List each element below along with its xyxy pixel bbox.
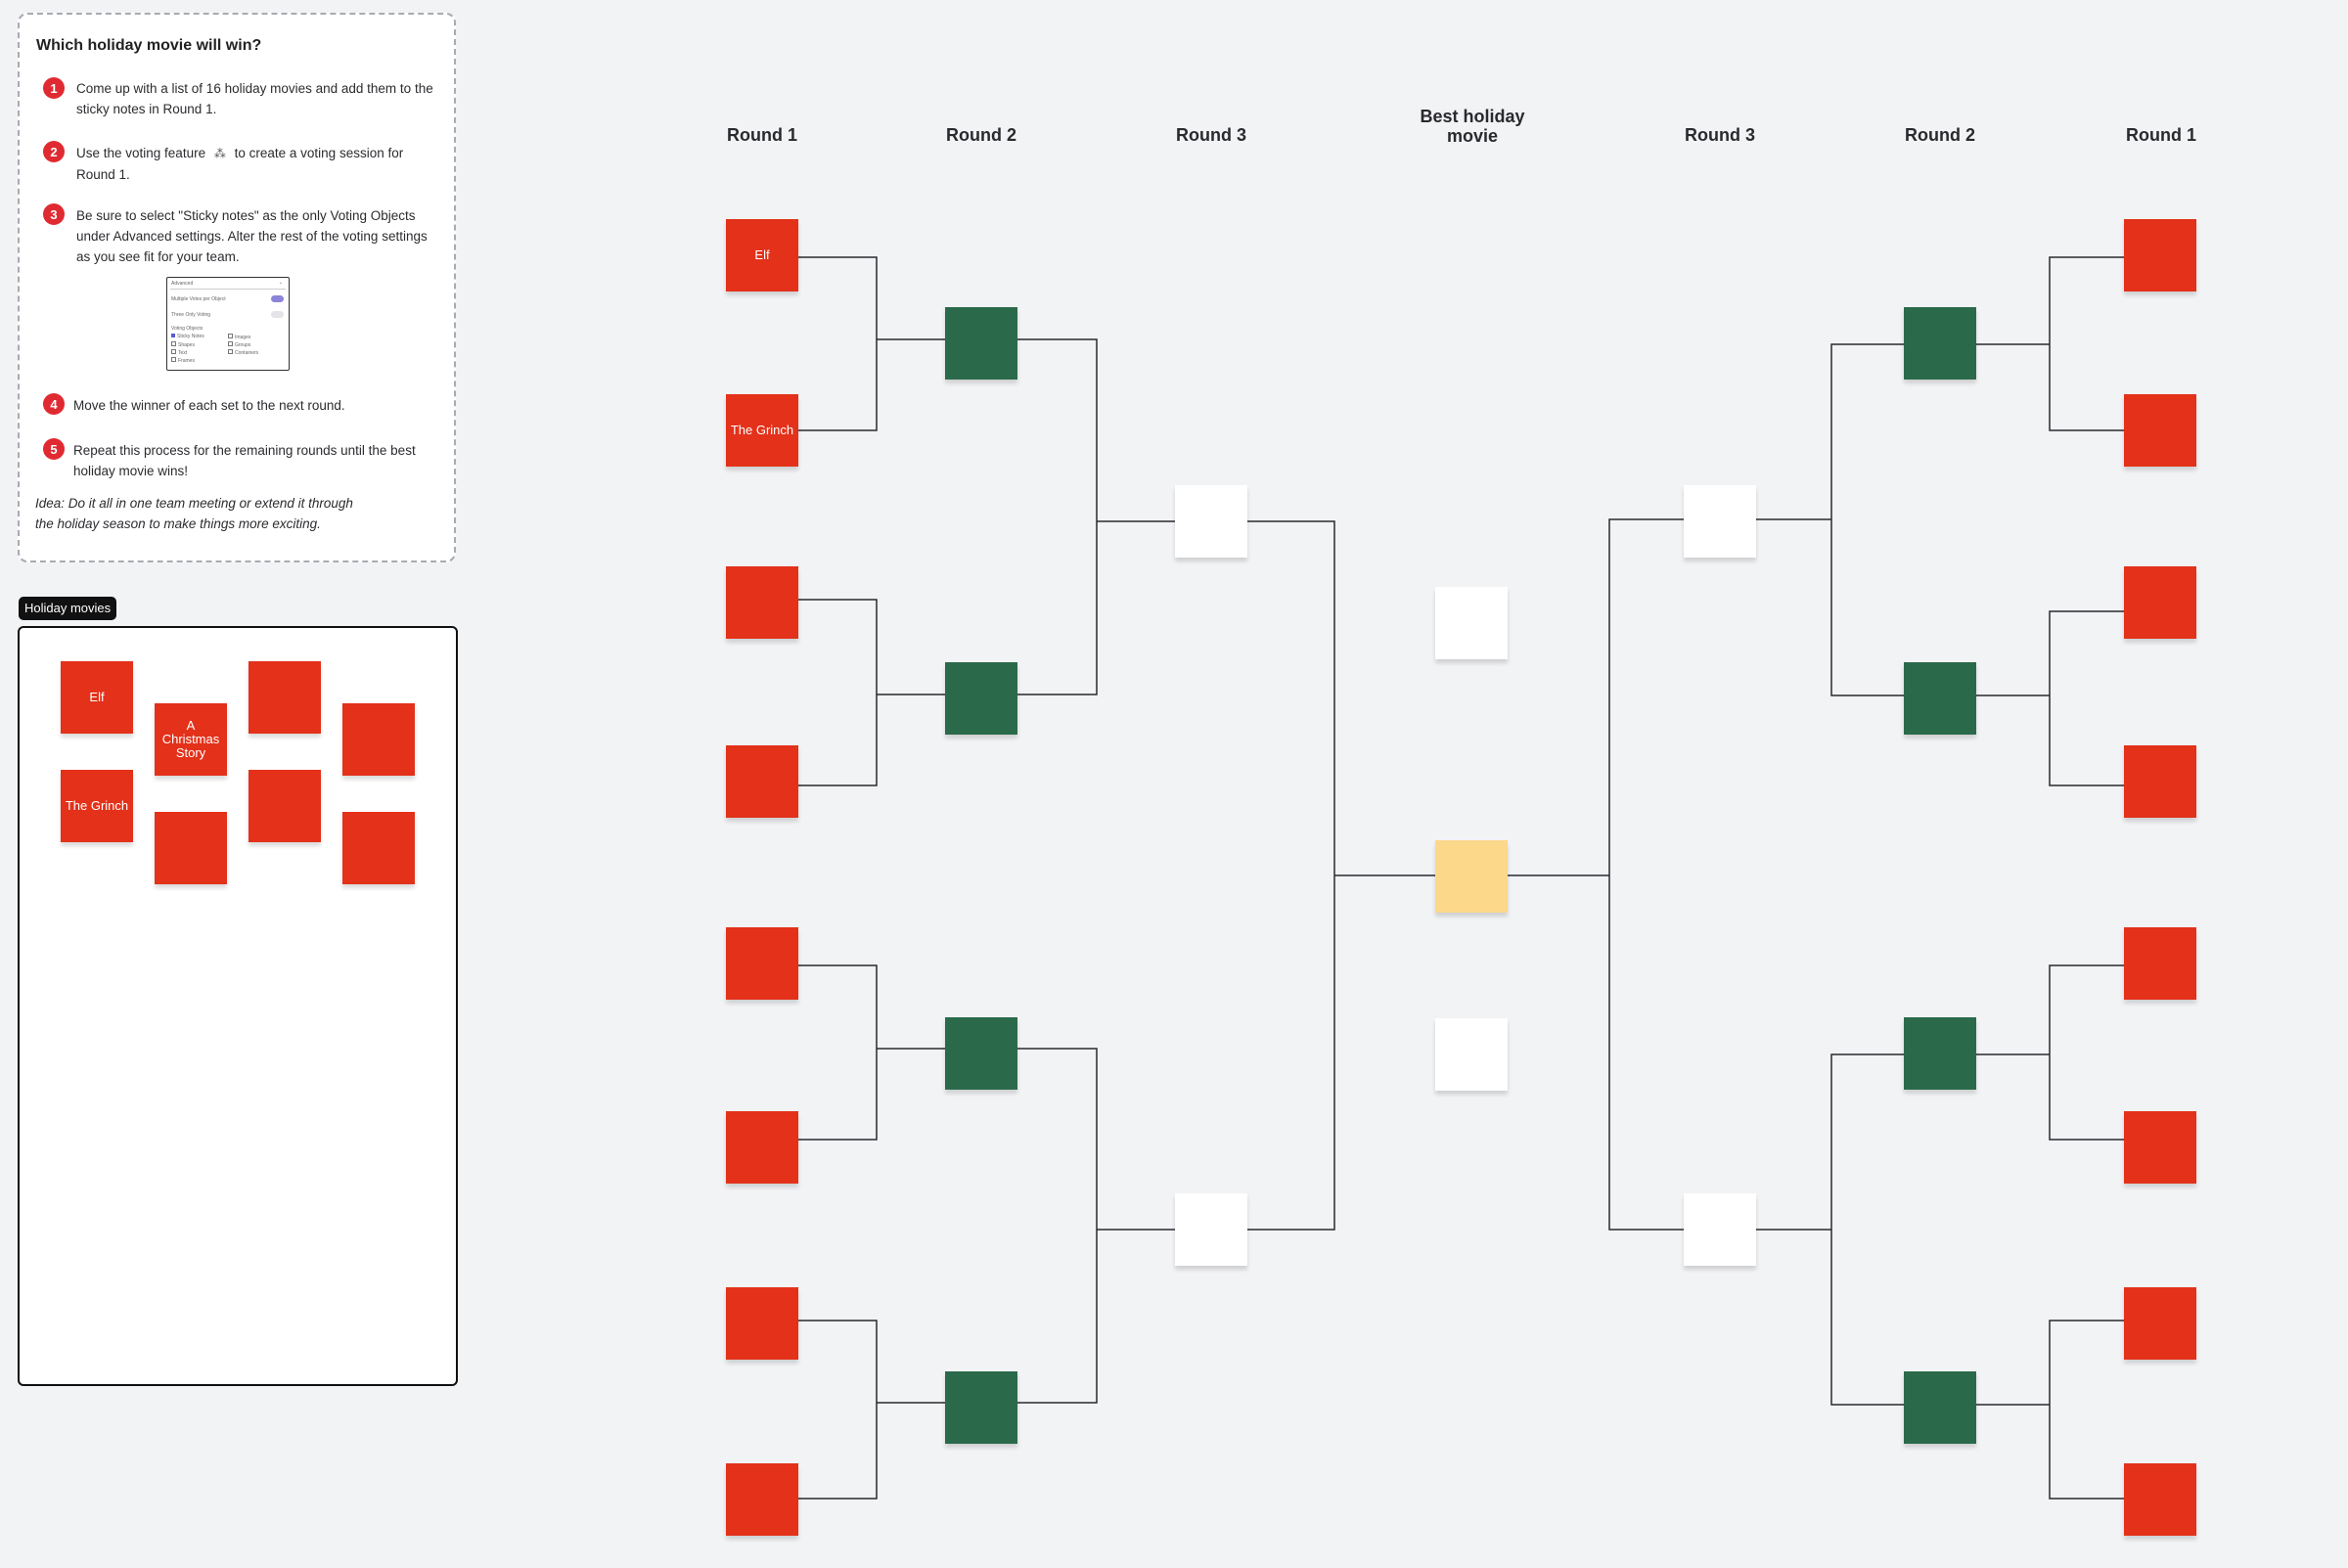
chevron-down-icon: ⌄ (278, 280, 283, 286)
movie-sticky-note[interactable] (342, 703, 415, 776)
final-sticky[interactable] (1435, 587, 1508, 659)
header-right-round-2: Round 2 (1905, 125, 1975, 145)
left-round1-sticky[interactable]: The Grinch (726, 394, 798, 467)
option-frames: Frames (171, 357, 195, 364)
step-text-2-after: to create a voting session for Round 1. (76, 146, 404, 182)
multiple-votes-toggle (271, 295, 284, 302)
right-round1-sticky[interactable] (2124, 394, 2196, 467)
header-right-round-3: Round 3 (1685, 125, 1755, 145)
holiday-movies-frame[interactable]: Elf A Christmas Story The Grinch (18, 626, 458, 1386)
left-round1-sticky[interactable] (726, 1111, 798, 1184)
step-text-5: Repeat this process for the remaining ro… (73, 443, 416, 478)
checkbox-checked-icon (171, 334, 175, 337)
step-text-2-before: Use the voting feature (76, 146, 206, 160)
winner-sticky[interactable] (1435, 840, 1508, 913)
right-round1-sticky[interactable] (2124, 745, 2196, 818)
three-only-toggle (271, 311, 284, 318)
right-round1-sticky[interactable] (2124, 566, 2196, 639)
multiple-votes-label: Multiple Votes per Object (171, 296, 226, 302)
option-text: Text (171, 349, 187, 356)
instructions-card: Which holiday movie will win? 1 Come up … (18, 13, 456, 562)
option-label: Shapes (178, 342, 195, 348)
movie-sticky-note[interactable] (155, 812, 227, 884)
left-round2-sticky[interactable] (945, 662, 1017, 735)
final-sticky[interactable] (1435, 1018, 1508, 1091)
idea-note: Idea: Do it all in one team meeting or e… (35, 496, 353, 531)
header-left-round-2: Round 2 (946, 125, 1016, 145)
left-round1-sticky[interactable] (726, 566, 798, 639)
three-only-label: Three Only Voting (171, 312, 211, 318)
right-round1-sticky[interactable] (2124, 1463, 2196, 1536)
option-shapes: Shapes (171, 341, 195, 348)
step-number-3: 3 (43, 203, 65, 225)
checkbox-icon (228, 334, 233, 338)
step-number-4: 4 (43, 393, 65, 415)
right-round2-sticky[interactable] (1904, 662, 1976, 735)
right-round1-sticky[interactable] (2124, 219, 2196, 291)
step-text-4: Move the winner of each set to the next … (73, 398, 345, 413)
option-label: Images (235, 335, 251, 340)
header-left-round-1: Round 1 (727, 125, 797, 145)
movie-sticky-note[interactable] (342, 812, 415, 884)
option-sticky-notes: Sticky Notes (171, 334, 204, 339)
left-round1-sticky[interactable] (726, 927, 798, 1000)
option-label: Sticky Notes (177, 334, 204, 339)
option-groups: Groups (228, 341, 250, 348)
holiday-movies-frame-label[interactable]: Holiday movies (19, 597, 117, 620)
right-round2-sticky[interactable] (1904, 1371, 1976, 1444)
left-round3-sticky[interactable] (1175, 485, 1247, 558)
left-round1-sticky[interactable]: Elf (726, 219, 798, 291)
checkbox-icon (171, 341, 176, 346)
movie-sticky-note[interactable] (248, 770, 321, 842)
movie-sticky-note[interactable]: The Grinch (61, 770, 133, 842)
step-text-2: Use the voting feature ⁂ to create a vot… (76, 143, 438, 185)
right-round1-sticky[interactable] (2124, 1287, 2196, 1360)
option-images: Images (228, 334, 250, 340)
voting-objects-label: Voting Objects (171, 326, 203, 332)
right-round2-sticky[interactable] (1904, 307, 1976, 380)
movie-sticky-note[interactable]: Elf (61, 661, 133, 734)
step-number-2: 2 (43, 141, 65, 162)
option-label: Frames (178, 358, 195, 364)
left-round1-sticky[interactable] (726, 1463, 798, 1536)
left-round3-sticky[interactable] (1175, 1193, 1247, 1266)
step-number-1: 1 (43, 77, 65, 99)
right-round1-sticky[interactable] (2124, 1111, 2196, 1184)
movie-sticky-note[interactable] (248, 661, 321, 734)
header-left-round-3: Round 3 (1176, 125, 1246, 145)
left-round2-sticky[interactable] (945, 1017, 1017, 1090)
checkbox-icon (228, 349, 233, 354)
left-round1-sticky[interactable] (726, 745, 798, 818)
header-right-round-1: Round 1 (2126, 125, 2196, 145)
checkbox-icon (171, 357, 176, 362)
right-round3-sticky[interactable] (1684, 1193, 1756, 1266)
right-round1-sticky[interactable] (2124, 927, 2196, 1000)
left-round2-sticky[interactable] (945, 1371, 1017, 1444)
step-text-1: Come up with a list of 16 holiday movies… (76, 81, 433, 116)
option-label: Groups (235, 342, 251, 348)
checkbox-icon (228, 341, 233, 346)
instructions-title: Which holiday movie will win? (36, 37, 262, 54)
step-number-5: 5 (43, 438, 65, 460)
left-round2-sticky[interactable] (945, 307, 1017, 380)
checkbox-icon (171, 349, 176, 354)
settings-header: Advanced (171, 281, 194, 287)
voting-icon: ⁂ (213, 147, 226, 160)
voting-settings-screenshot: Advanced ⌄ Multiple Votes per Object Thr… (166, 277, 290, 371)
option-label: Containers (235, 350, 259, 356)
step-text-3: Be sure to select "Sticky notes" as the … (76, 208, 428, 264)
option-containers: Containers (228, 349, 258, 356)
movie-sticky-note[interactable]: A Christmas Story (155, 703, 227, 776)
right-round3-sticky[interactable] (1684, 485, 1756, 558)
header-final: Best holiday movie (1420, 107, 1525, 146)
right-round2-sticky[interactable] (1904, 1017, 1976, 1090)
settings-divider (170, 289, 286, 290)
left-round1-sticky[interactable] (726, 1287, 798, 1360)
option-label: Text (178, 350, 188, 356)
